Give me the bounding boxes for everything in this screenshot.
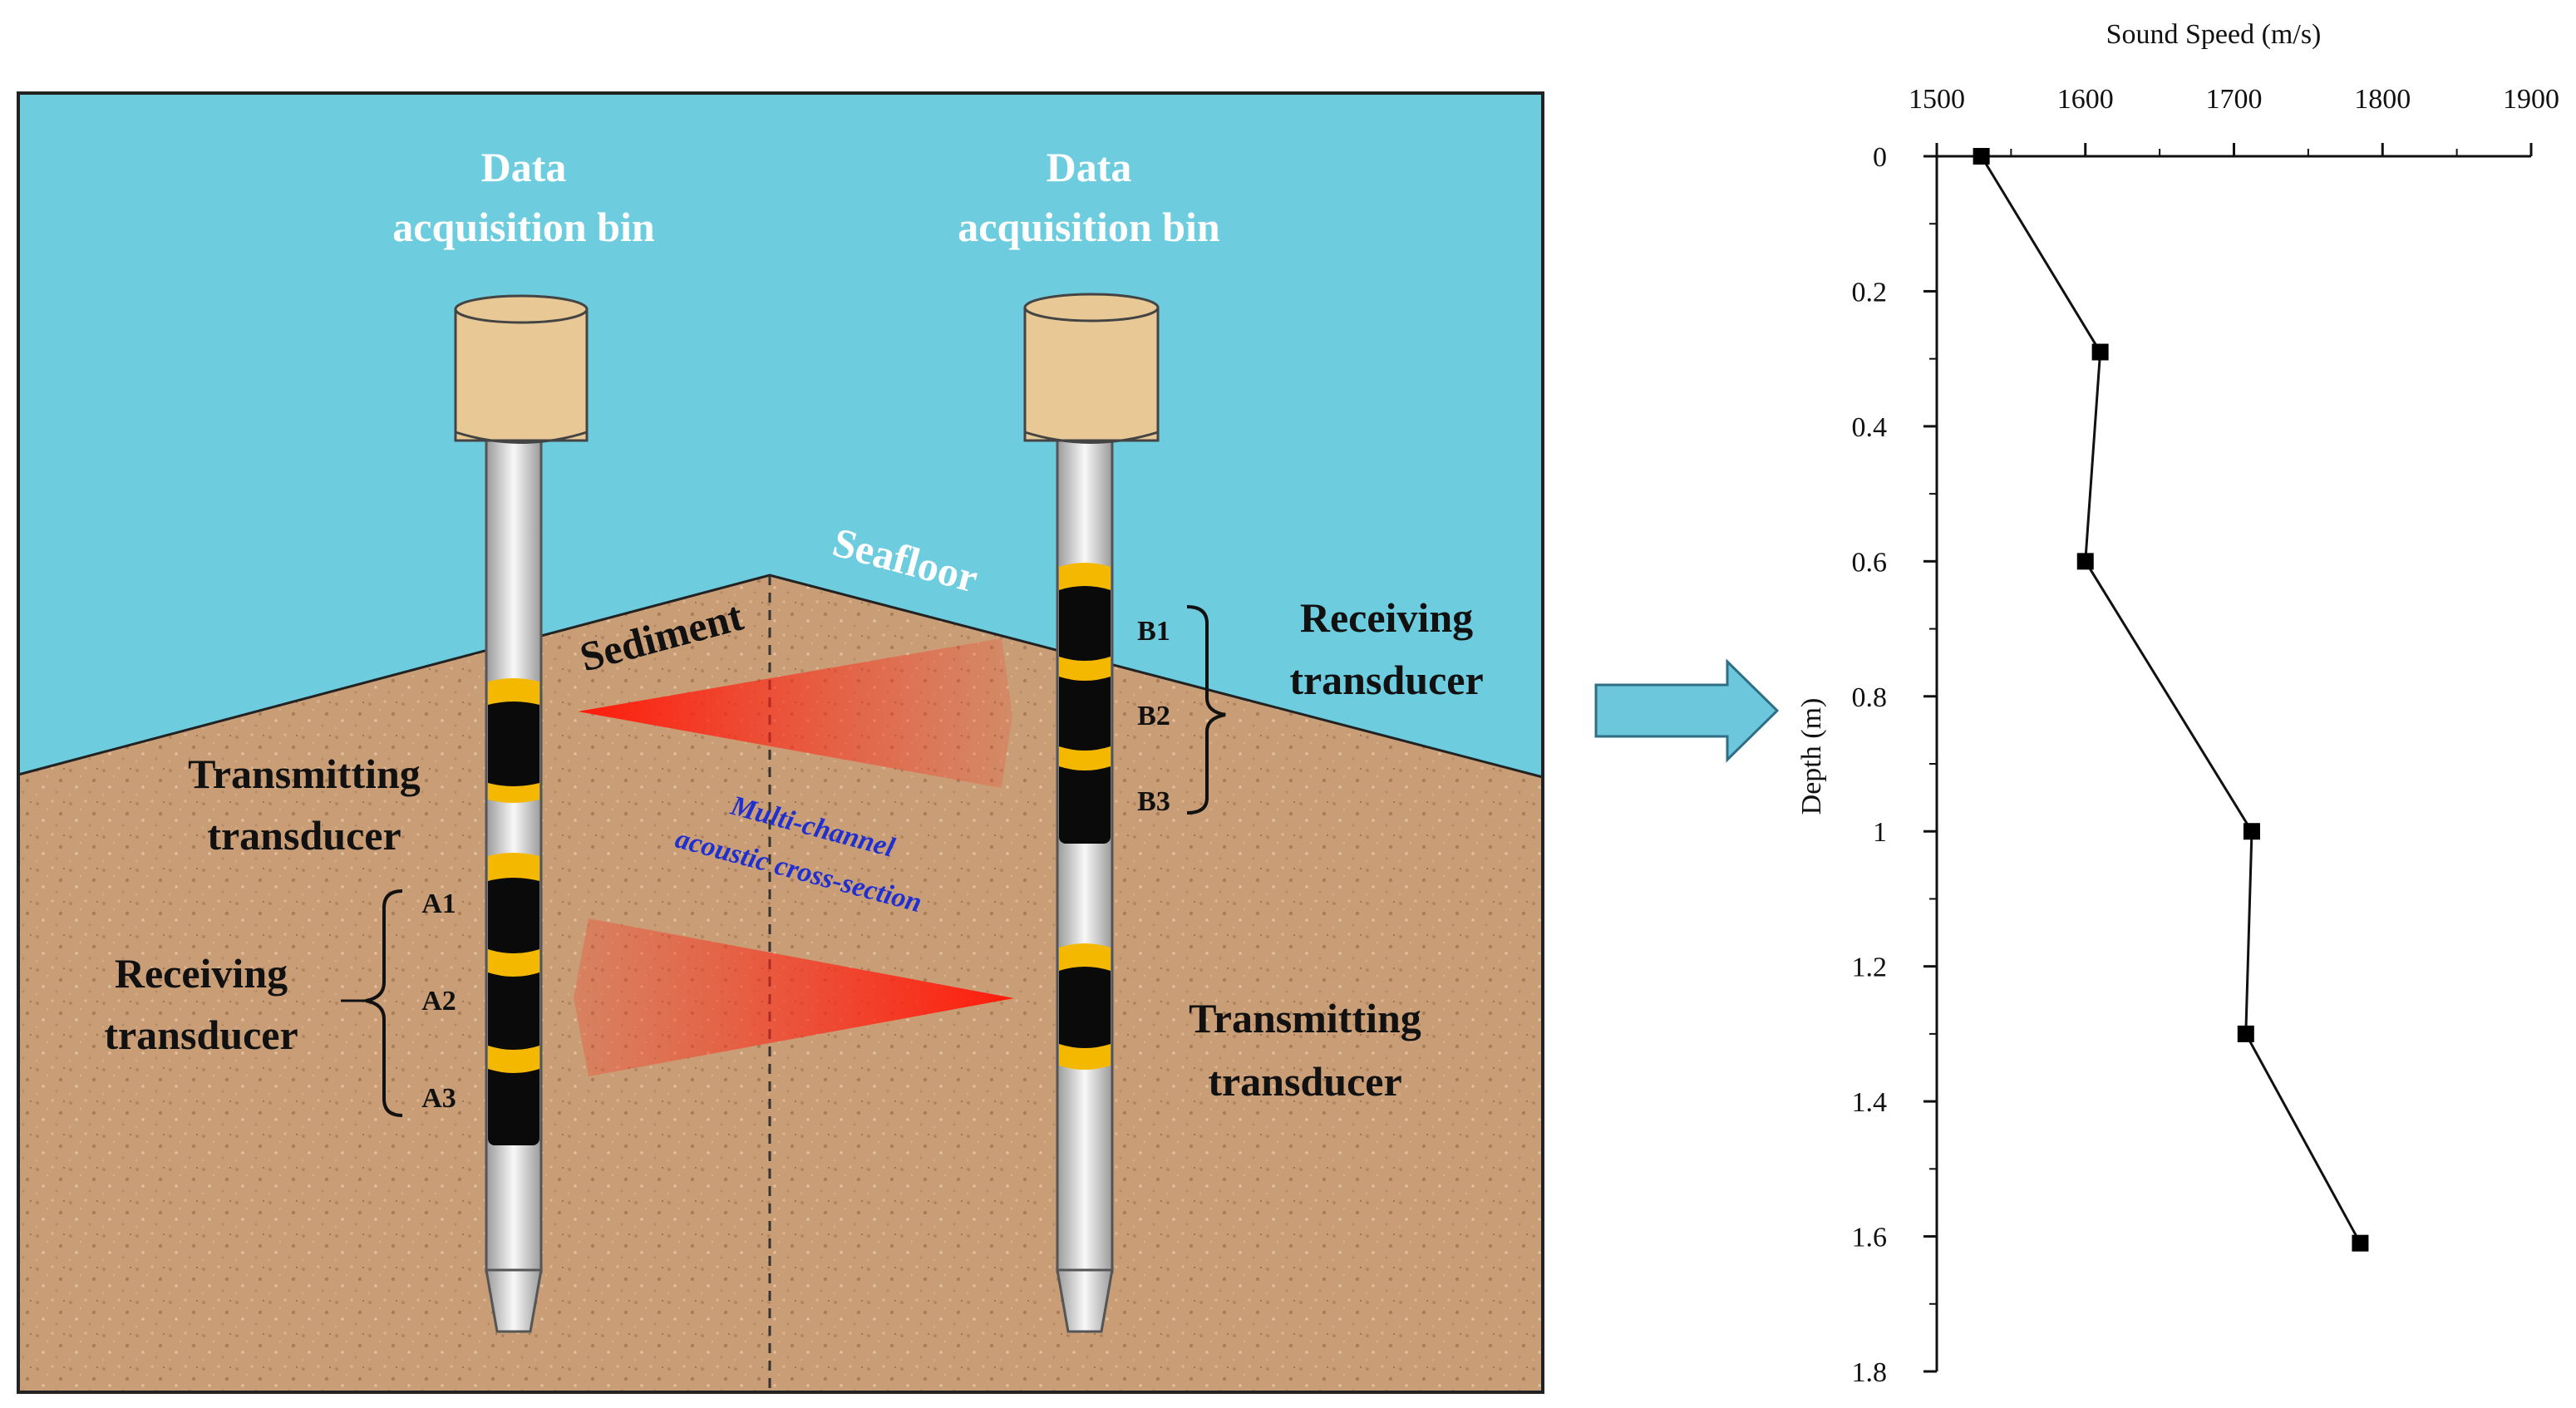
right-band-yellow-2 (1059, 657, 1111, 681)
right-band-yellow-1 (1059, 563, 1111, 590)
x-tick-label: 1900 (2503, 84, 2559, 115)
channel-b2-label: B2 (1137, 701, 1170, 731)
left-bin-base (455, 431, 588, 444)
right-bin-base (1024, 431, 1159, 444)
borehole-diagram: Data acquisition bin Data acquisition bi… (17, 91, 1544, 1394)
y-tick-label: 1.8 (1852, 1357, 1888, 1388)
y-tick-label: 1.4 (1852, 1087, 1888, 1118)
right-bin-label-line2: acquisition bin (958, 204, 1220, 250)
left-bin-lid (454, 294, 589, 324)
flow-arrow (1594, 658, 1780, 763)
right-probe-tip (1056, 1268, 1114, 1333)
y-tick-label: 1.2 (1852, 953, 1888, 983)
channel-b1-label: B1 (1137, 616, 1170, 647)
left-probe-tip (485, 1268, 543, 1333)
chart-series (1973, 148, 2369, 1252)
left-bin-label-line1: Data (481, 144, 567, 190)
x-tick-label: 1800 (2354, 84, 2411, 115)
x-tick-label: 1500 (1909, 84, 1965, 115)
right-band-yellow-3 (1059, 746, 1111, 770)
right-band-yellow-5 (1059, 1044, 1111, 1070)
channel-a3-label: A3 (421, 1083, 456, 1114)
channel-a2-label: A2 (421, 986, 456, 1017)
left-receive-label-line2: transducer (104, 1012, 298, 1058)
left-band-yellow-1 (488, 678, 539, 705)
left-band-yellow-4 (488, 949, 539, 977)
left-band-yellow-2 (488, 783, 539, 803)
diagram-frame (17, 91, 1544, 1394)
right-receiver-brace (1186, 605, 1226, 815)
right-acquisition-bin (1023, 306, 1160, 442)
data-point-marker (2237, 1025, 2254, 1042)
sound-speed-profile-chart: 1500 1600 1700 1800 1900 0 0.2 0.4 0.6 0.8 1 1.2 1.4… (1796, 19, 2559, 1388)
data-point-marker (2352, 1234, 2369, 1252)
series-line (1980, 155, 2362, 1244)
right-transmit-label-line1: Transmitting (1189, 995, 1421, 1041)
acoustic-beam-upper (578, 638, 1012, 788)
left-band-yellow-5 (488, 1046, 539, 1073)
left-transmit-label-line2: transducer (207, 812, 401, 859)
y-tick-label: 1.6 (1852, 1223, 1888, 1253)
right-probe (1023, 293, 1160, 1333)
channel-a1-label: A1 (421, 889, 456, 919)
y-tick-label: 0.6 (1852, 547, 1888, 578)
right-receive-label-line1: Receiving (1300, 594, 1473, 641)
right-bin-lid (1023, 293, 1160, 322)
y-tick-label: 0 (1873, 142, 1887, 173)
right-transmit-label-line2: transducer (1208, 1058, 1401, 1105)
left-acquisition-bin (454, 308, 589, 442)
acoustic-beam-lower (574, 918, 1014, 1076)
right-bin-label-line1: Data (1047, 144, 1132, 190)
right-band-yellow-4 (1059, 943, 1111, 971)
data-point-marker (2076, 553, 2094, 570)
data-point-marker (2243, 823, 2260, 840)
right-probe-pipe (1056, 435, 1114, 1273)
y-tick-label: 1 (1873, 817, 1887, 848)
chart-tick-labels: 1500 1600 1700 1800 1900 0 0.2 0.4 0.6 0.8 1 1.2 1.4… (1852, 84, 2560, 1388)
left-bin-label-line2: acquisition bin (392, 204, 655, 250)
left-receive-label-line1: Receiving (115, 950, 288, 997)
y-tick-label: 0.8 (1852, 682, 1888, 713)
data-point-marker (1973, 148, 1990, 165)
channel-b3-label: B3 (1137, 786, 1170, 817)
left-probe (454, 294, 589, 1333)
right-receive-label-line2: transducer (1289, 657, 1483, 703)
data-point-marker (2091, 343, 2109, 361)
left-transmit-label-line1: Transmitting (188, 751, 421, 797)
y-tick-label: 0.4 (1852, 412, 1888, 443)
x-tick-label: 1700 (2206, 84, 2263, 115)
left-band-yellow-3 (488, 853, 539, 881)
left-band-black-2 (488, 871, 539, 1145)
right-band-black-1 (1059, 578, 1111, 844)
left-band-black-1 (488, 697, 539, 790)
right-band-black-2 (1059, 964, 1111, 1051)
x-tick-label: 1600 (2057, 84, 2114, 115)
y-axis-title: Depth (m) (1796, 698, 1827, 815)
chart-axes (1923, 143, 2533, 1373)
x-axis-title: Sound Speed (m/s) (2106, 19, 2322, 50)
y-tick-label: 0.2 (1852, 277, 1888, 308)
